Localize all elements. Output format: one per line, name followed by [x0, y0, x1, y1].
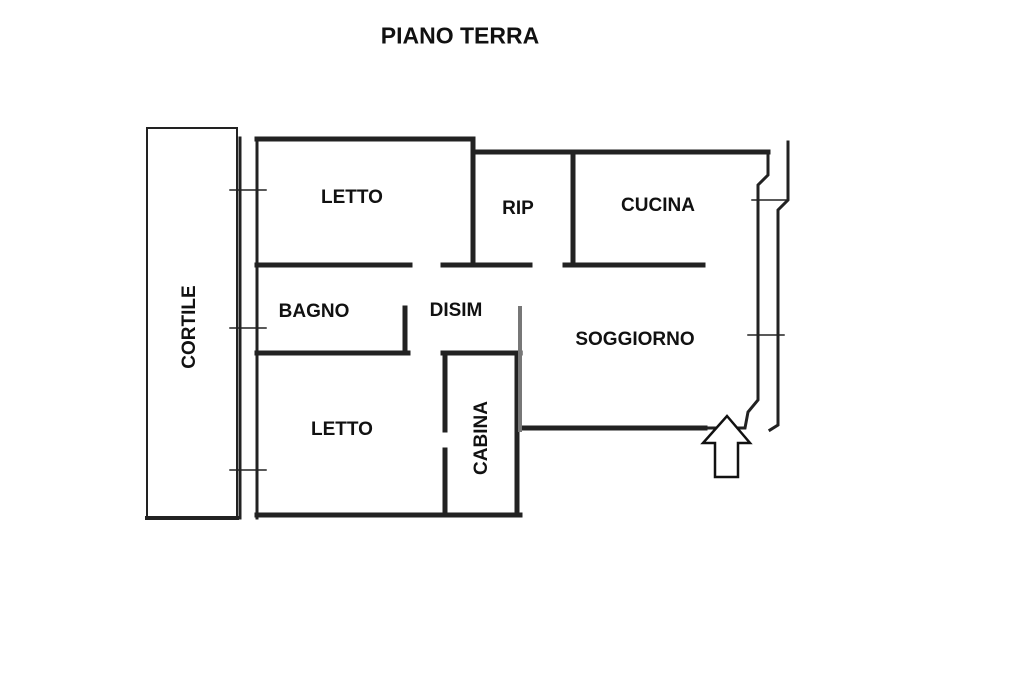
cortile-outline — [146, 127, 238, 519]
room-label-letto-2: LETTO — [311, 419, 373, 440]
page-title: PIANO TERRA — [380, 22, 540, 49]
room-label-letto: LETTO — [321, 187, 383, 208]
room-label-bagno: BAGNO — [278, 301, 350, 322]
entrance-arrow-icon — [700, 414, 753, 479]
room-label-cucina: CUCINA — [621, 195, 695, 216]
room-label-soggiorno: SOGGIORNO — [575, 329, 695, 350]
room-label-rip: RIP — [502, 198, 534, 219]
room-label-cabina: CABINA — [471, 401, 492, 475]
walls — [254, 136, 771, 518]
room-label-cortile: CORTILE — [179, 285, 200, 369]
left-windows — [229, 189, 267, 471]
right-exterior-wall — [703, 140, 790, 433]
right-windows — [747, 199, 787, 336]
room-label-disim: DISIM — [429, 300, 483, 321]
